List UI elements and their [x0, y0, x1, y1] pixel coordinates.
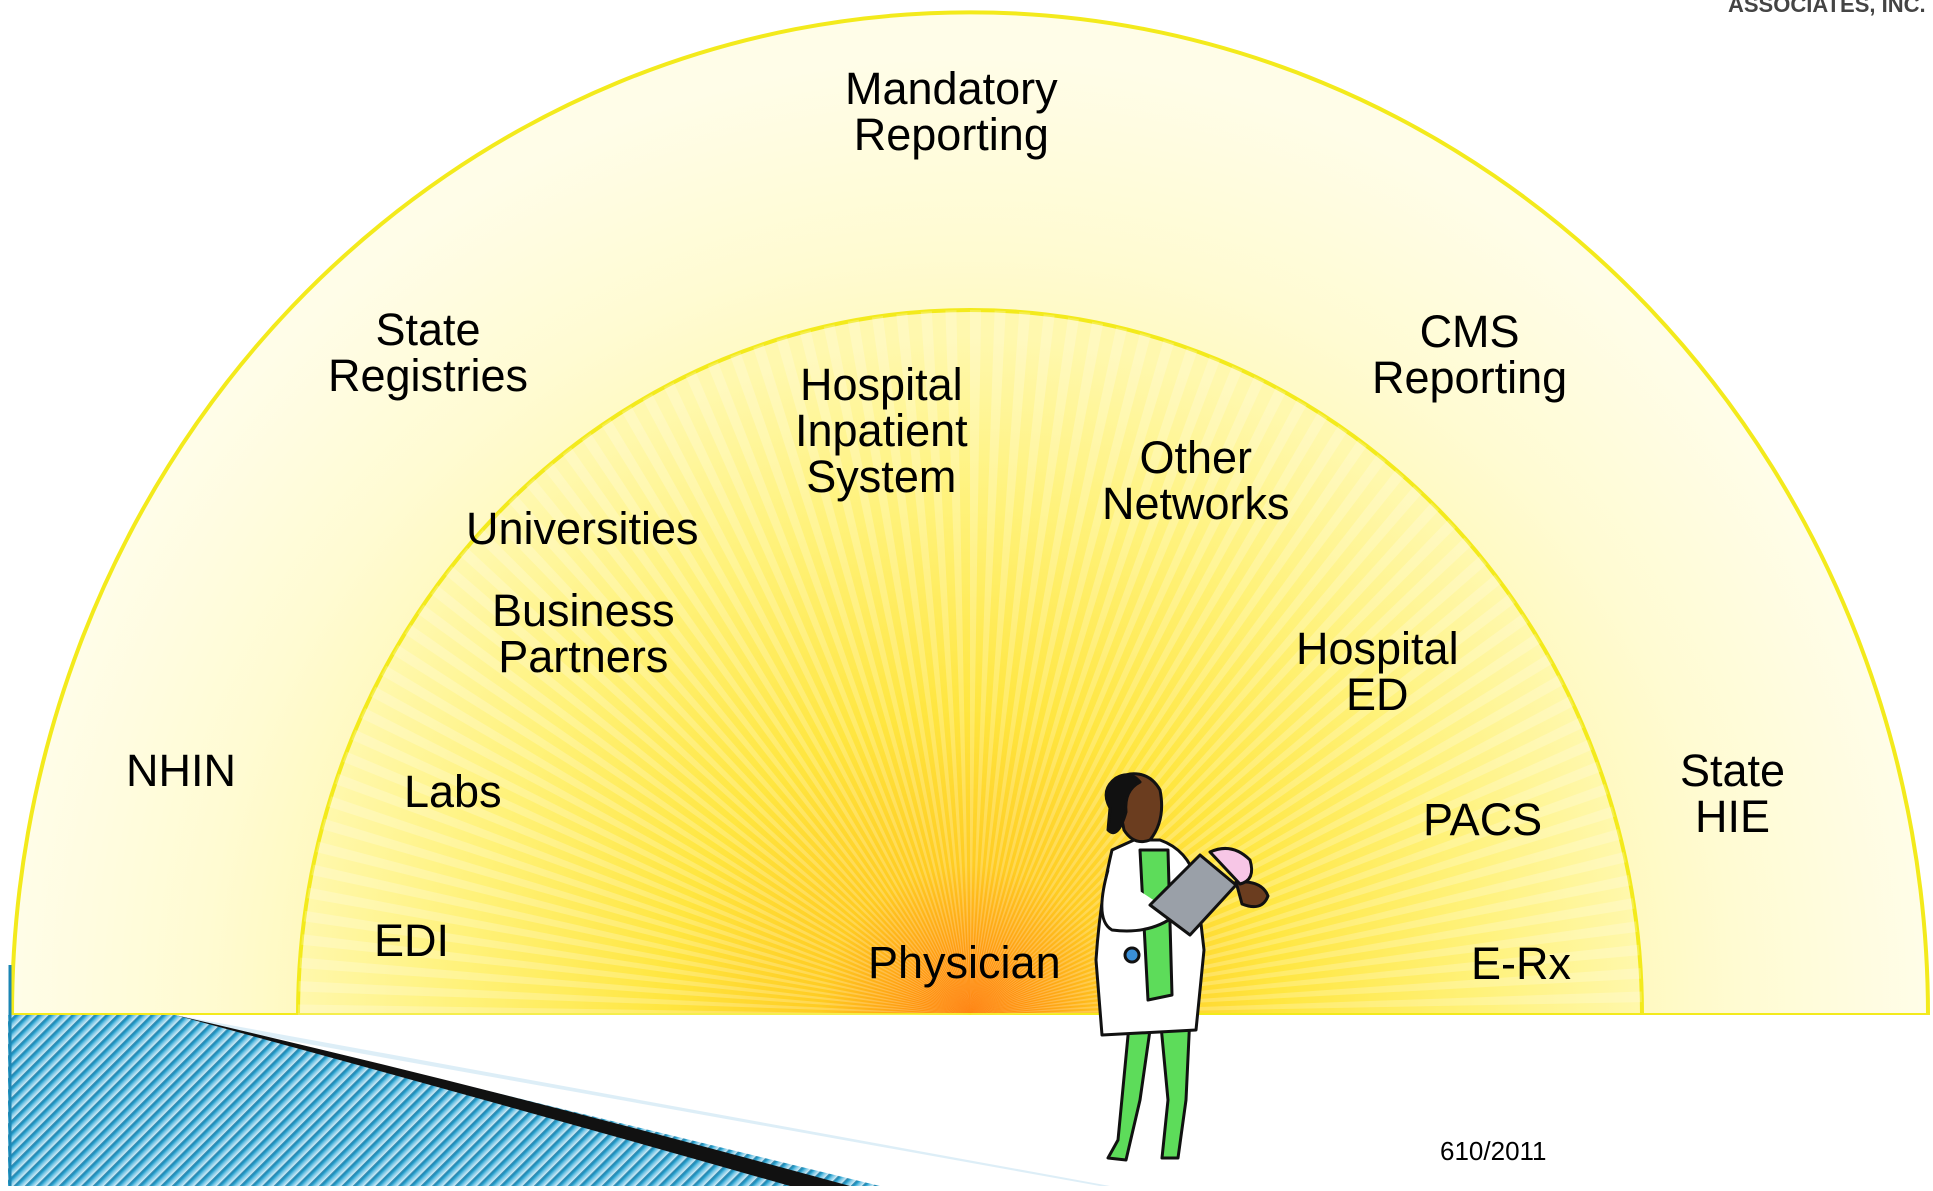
sun-ray — [970, 310, 1536, 1015]
sun-ray — [367, 336, 970, 1015]
sun-ray — [298, 500, 970, 1015]
sun-ray — [970, 310, 985, 1015]
sun-ray — [752, 310, 970, 1015]
sun-ray — [298, 474, 970, 1015]
sun-ray — [970, 325, 1560, 1015]
sun-ray — [970, 310, 1262, 1015]
sun-ray — [298, 526, 970, 1015]
sun-ray — [301, 402, 970, 1015]
sun-ray — [298, 938, 970, 1015]
sun-ray — [970, 310, 1378, 1015]
sun-ray — [970, 310, 1511, 1015]
label-e-rx: E-Rx — [1471, 938, 1571, 989]
sun-ray — [466, 310, 970, 1015]
sun-ray — [298, 552, 970, 1015]
label-universities: Universities — [466, 503, 699, 554]
sun-ray — [298, 1000, 970, 1015]
sun-ray — [298, 449, 970, 1015]
sun-ray — [322, 379, 971, 1015]
physician-with-clipboard-icon — [1094, 772, 1270, 1162]
sun-ray — [970, 310, 1202, 1015]
sun-ray — [632, 310, 970, 1015]
sun-ray — [575, 310, 970, 1015]
footer-date: 610/2011 — [1440, 1136, 1547, 1166]
sun-ray — [970, 310, 1141, 1015]
sun-ray — [520, 310, 970, 1015]
inner-ring — [295, 308, 1645, 1017]
sun-ray — [970, 310, 1232, 1015]
sun-ray — [691, 310, 970, 1015]
sun-ray — [970, 310, 1349, 1015]
sun-ray — [415, 310, 970, 1015]
sun-ray — [662, 310, 970, 1015]
label-nhin: NHIN — [126, 745, 236, 796]
label-labs: Labs — [404, 766, 502, 817]
sun-ray — [298, 425, 970, 1015]
sun-ray — [603, 310, 970, 1015]
sun-ray — [970, 310, 1433, 1015]
sun-ray — [970, 310, 1079, 1015]
sun-ray — [970, 310, 1110, 1015]
sun-ray — [970, 310, 1016, 1015]
sun-ray — [938, 310, 970, 1015]
sun-ray — [547, 310, 970, 1015]
sun-ray — [298, 969, 970, 1015]
sun-ray — [970, 310, 1047, 1015]
sun-ray — [391, 316, 970, 1015]
label-physician: Physician — [868, 937, 1061, 988]
sun-ray — [441, 310, 970, 1015]
label-pacs: PACS — [1423, 794, 1543, 845]
sun-ray — [721, 310, 970, 1015]
sun-ray — [907, 310, 970, 1015]
sun-ray — [970, 310, 1292, 1015]
sun-ray — [844, 310, 970, 1015]
sun-ray — [970, 310, 1459, 1015]
sun-ray — [970, 310, 1321, 1015]
sun-ray — [970, 310, 1171, 1015]
sun-ray — [344, 357, 970, 1015]
sun-ray — [875, 310, 970, 1015]
sun-ray — [493, 310, 970, 1015]
sun-ray — [813, 310, 970, 1015]
sun-ray — [970, 310, 1405, 1015]
label-edi: EDI — [374, 915, 450, 966]
sun-ray — [970, 310, 1485, 1015]
sun-ray — [782, 310, 970, 1015]
decorative-band — [0, 965, 1933, 1186]
company-name-corner: ASSOCIATES, INC. — [1728, 0, 1926, 17]
